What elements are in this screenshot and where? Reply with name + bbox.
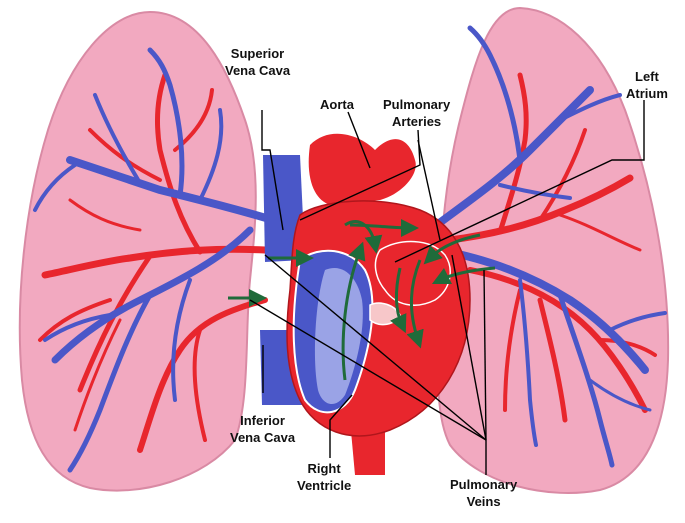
right-lung [18, 10, 257, 492]
left-lung [437, 6, 670, 494]
left-atrium-label-line1: Left [635, 69, 659, 84]
inferior-vena-cava-label-line1: Inferior [240, 413, 285, 428]
pulmonary-arteries-label-line2: Arteries [392, 114, 442, 129]
right-ventricle-interior [314, 268, 363, 405]
superior-vena-cava-label: Superior Vena Cava [225, 45, 290, 79]
inferior-vena-cava-label-line2: Vena Cava [230, 430, 296, 445]
aorta [308, 133, 416, 205]
aorta-label: Aorta [320, 96, 354, 113]
left-atrium-label: Left Atrium [626, 68, 668, 102]
pulmonary-arteries-label-line1: Pulmonary [383, 97, 451, 112]
right-ventricle-label-line1: Right [307, 461, 341, 476]
left-lung-veins [426, 25, 667, 468]
superior-vena-cava-label-line1: Superior [230, 46, 285, 61]
pulmonary-veins-label: Pulmonary Veins [450, 476, 517, 510]
superior-vena-cava-label-line2: Vena Cava [225, 63, 291, 78]
right-ventricle-label-line2: Ventricle [297, 478, 352, 493]
blood-flow-arrows [228, 218, 496, 381]
pulmonary-veins-label-line1: Pulmonary [450, 477, 518, 492]
pulmonary-veins-label-line2: Veins [466, 494, 501, 509]
left-lung-arteries [446, 72, 657, 423]
right-lung-veins [33, 47, 294, 473]
inferior-vena-cava-label: Inferior Vena Cava [230, 412, 295, 446]
aorta-label-text: Aorta [320, 97, 354, 112]
pulmonary-arteries-label: Pulmonary Arteries [383, 96, 450, 130]
right-ventricle-label: Right Ventricle [297, 460, 351, 494]
leader-lines [249, 100, 645, 475]
left-atrium-label-line2: Atrium [626, 86, 668, 101]
